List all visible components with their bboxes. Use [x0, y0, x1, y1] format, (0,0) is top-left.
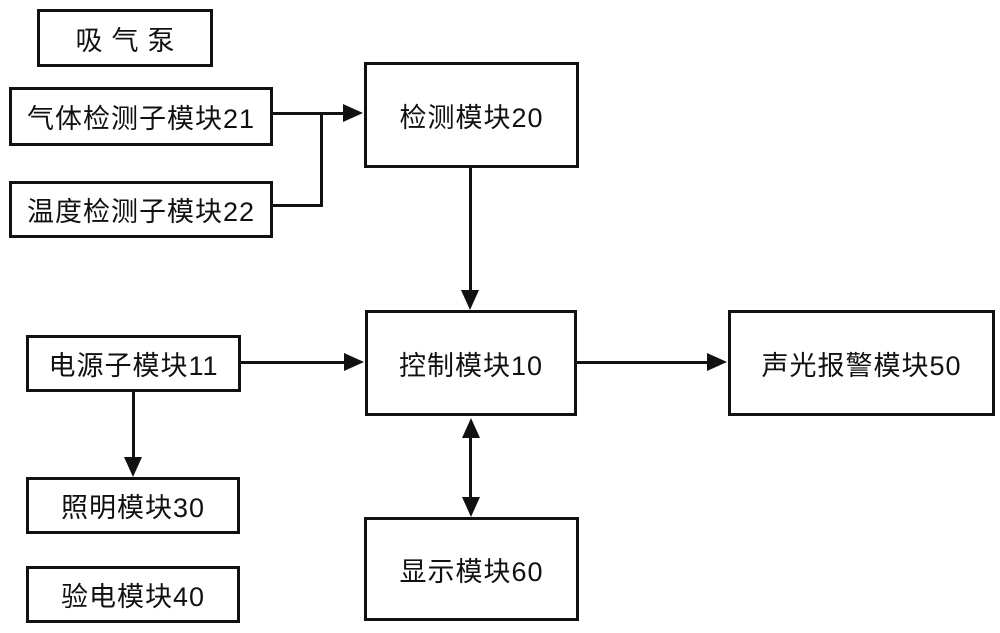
- node-lighting-module-label: 照明模块30: [60, 493, 206, 523]
- node-control-module: 控制模块10: [365, 310, 577, 416]
- connector-power-to-control-arrowhead-icon: [344, 353, 364, 371]
- connector-detection-to-control-arrowhead-icon: [461, 290, 479, 310]
- connector-power-to-lighting-line: [132, 392, 135, 457]
- node-control-module-label: 控制模块10: [398, 350, 544, 381]
- node-sound-light-alarm-module-label: 声光报警模块50: [761, 350, 962, 381]
- node-lighting-module: 照明模块30: [26, 477, 240, 534]
- node-electricity-check-module-label: 验电模块40: [60, 582, 206, 612]
- connector-gas-to-detection-line: [272, 112, 344, 115]
- connector-control-display-line: [469, 436, 472, 498]
- connector-control-display-up-arrowhead-icon: [462, 418, 480, 438]
- connector-detection-to-control-line: [469, 168, 472, 290]
- node-detection-module-label: 检测模块20: [399, 102, 544, 133]
- node-suction-pump: 吸气泵: [37, 9, 213, 67]
- node-power-submodule-label: 电源子模块11: [48, 351, 219, 381]
- connector-temperature-branch-line: [272, 204, 323, 207]
- node-power-submodule: 电源子模块11: [26, 335, 241, 392]
- node-electricity-check-module: 验电模块40: [26, 566, 240, 623]
- connector-power-to-lighting-arrowhead-icon: [124, 457, 142, 477]
- node-display-module-label: 显示模块60: [399, 556, 544, 587]
- node-temperature-detection-submodule-label: 温度检测子模块22: [26, 197, 256, 227]
- connector-gas-to-detection-arrowhead-icon: [343, 104, 363, 122]
- node-gas-detection-submodule-label: 气体检测子模块21: [26, 104, 256, 134]
- node-display-module: 显示模块60: [364, 517, 579, 621]
- connector-merge-vertical-line: [320, 112, 323, 207]
- connector-power-to-control-line: [241, 361, 344, 364]
- node-suction-pump-label: 吸气泵: [75, 25, 184, 56]
- node-temperature-detection-submodule: 温度检测子模块22: [9, 181, 273, 238]
- connector-control-to-alarm-arrowhead-icon: [707, 353, 727, 371]
- node-gas-detection-submodule: 气体检测子模块21: [9, 87, 273, 146]
- node-detection-module: 检测模块20: [364, 62, 579, 168]
- node-sound-light-alarm-module: 声光报警模块50: [728, 310, 995, 416]
- connector-control-display-down-arrowhead-icon: [462, 497, 480, 517]
- connector-control-to-alarm-line: [577, 361, 708, 364]
